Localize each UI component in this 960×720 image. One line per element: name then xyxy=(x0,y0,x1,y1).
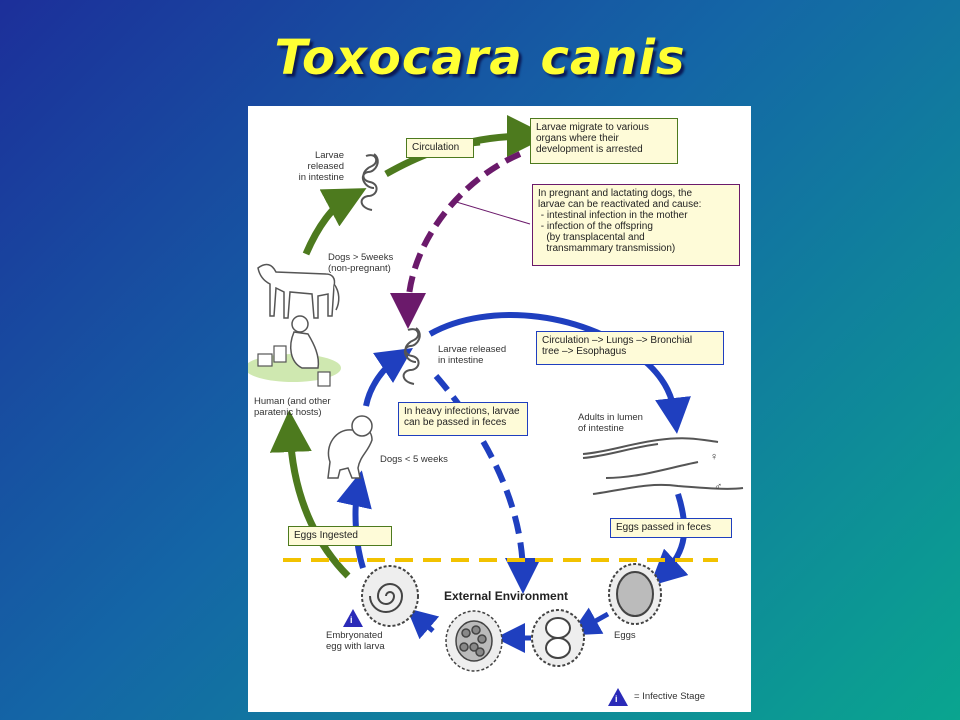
egg-morula-icon xyxy=(445,610,503,672)
eggs-label: Eggs xyxy=(614,630,636,641)
adult-worms-icon xyxy=(582,437,744,495)
dogs-over-5-label: Dogs > 5weeks (non-pregnant) xyxy=(328,252,394,274)
larvae-released-mid-label: Larvae released in intestine xyxy=(438,344,507,366)
eggs-ingested-box: Eggs Ingested xyxy=(288,526,392,546)
embryonated-egg-label: Embryonated egg with larva xyxy=(326,630,385,652)
larva-coil-top-icon xyxy=(360,153,379,211)
egg-embryonated-icon xyxy=(361,565,419,627)
purple-dashed-arrow xyxy=(390,151,522,329)
external-environment-label: External Environment xyxy=(444,589,569,603)
human-hosts-label: Human (and other paratenic hosts) xyxy=(254,396,331,418)
purple-connector-line xyxy=(452,200,531,225)
dogs-under-5-label: Dogs < 5 weeks xyxy=(380,454,448,465)
infective-marker-letter: i xyxy=(350,615,353,625)
eggs-passed-box: Eggs passed in feces xyxy=(610,518,732,538)
circulation-box-text: Circulation xyxy=(412,142,460,153)
infective-stage-legend-label: = Infective Stage xyxy=(634,691,706,702)
puppy-icon xyxy=(327,415,373,479)
slide-title: Toxocara canis xyxy=(274,30,686,86)
male-symbol: ♂ xyxy=(714,481,723,493)
larvae-released-top-label: Larvae released in intestine xyxy=(298,150,344,183)
pregnant-dogs-box: In pregnant and lactating dogs, the larv… xyxy=(532,184,740,266)
eggs-ingested-box-text: Eggs Ingested xyxy=(294,530,358,541)
circulation-box: Circulation xyxy=(406,138,474,158)
larvae-migrate-box-text: Larvae migrate to various organs where t… xyxy=(536,122,649,155)
adults-lumen-label: Adults in lumen of intestine xyxy=(578,412,643,434)
egg-two-cell-icon xyxy=(531,609,585,667)
blue-arrow-egg-to-embryonated xyxy=(406,608,440,640)
eggs-passed-box-text: Eggs passed in feces xyxy=(616,522,712,533)
green-arrow-eggs-to-human xyxy=(269,410,351,579)
blue-arrow-dog-to-larvae xyxy=(363,348,413,407)
blue-dashed-arrow-feces xyxy=(433,374,541,594)
pregnant-dogs-box-text: In pregnant and lactating dogs, the larv… xyxy=(538,188,702,254)
infective-stage-legend-icon xyxy=(608,688,628,706)
heavy-infections-box-text: In heavy infections, larvae can be passe… xyxy=(404,406,520,428)
circulation-lungs-box-text: Circulation –> Lungs –> Bronchial tree –… xyxy=(542,335,693,357)
human-host-icon xyxy=(248,315,341,387)
heavy-infections-box: In heavy infections, larvae can be passe… xyxy=(398,402,528,436)
infective-stage-marker-icon xyxy=(343,609,363,627)
female-symbol: ♀ xyxy=(710,451,719,463)
circulation-lungs-box: Circulation –> Lungs –> Bronchial tree –… xyxy=(536,331,724,365)
green-arrow-dog-to-larvae xyxy=(302,188,367,256)
green-arrow-circulation-to-migrate xyxy=(469,115,549,158)
larvae-migrate-box: Larvae migrate to various organs where t… xyxy=(530,118,678,164)
diagram-graphics xyxy=(248,115,744,706)
larva-coil-middle-icon xyxy=(402,327,421,385)
infective-legend-letter: i xyxy=(615,694,618,704)
egg-unembryonated-icon xyxy=(608,563,662,625)
adult-dog-icon xyxy=(257,263,340,319)
blue-arrow-egg-to-egg-1 xyxy=(569,607,610,636)
life-cycle-diagram: Circulation Larvae migrate to various or… xyxy=(248,106,751,712)
